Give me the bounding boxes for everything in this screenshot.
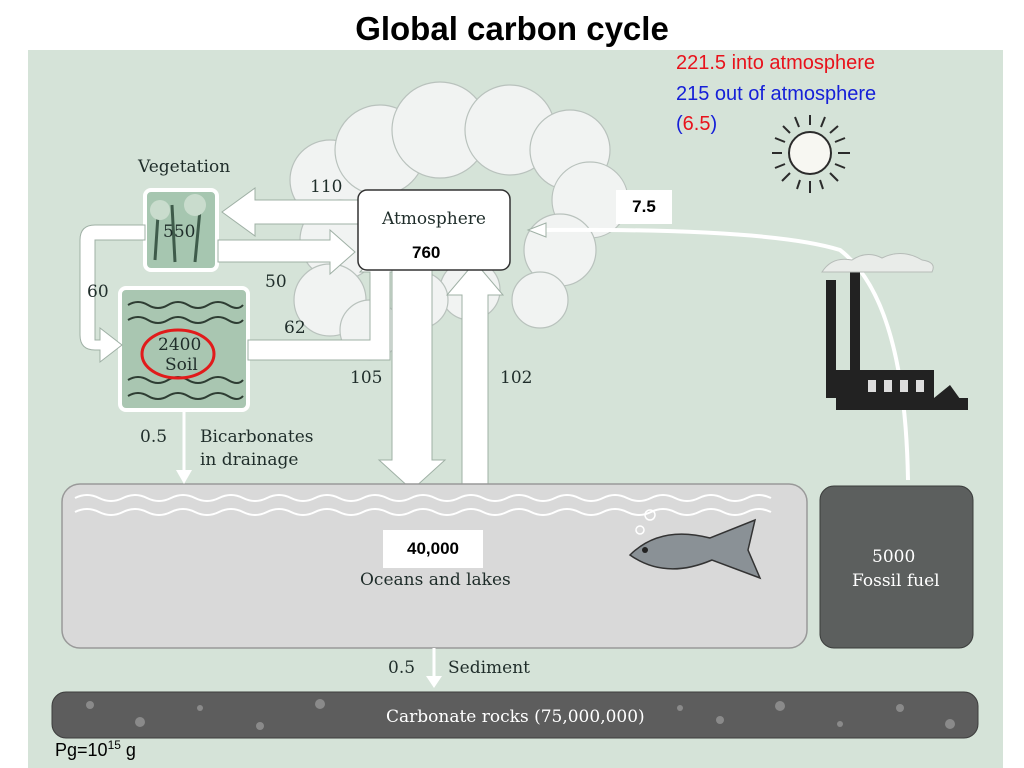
arrow-atm-to-ocean xyxy=(377,269,447,491)
flux-atm-to-veg: 110 xyxy=(310,177,342,197)
flux-veg-to-atm: 50 xyxy=(265,272,287,292)
flux-veg-to-soil: 60 xyxy=(87,282,109,302)
atmosphere-pool xyxy=(357,189,511,271)
vegetation-value: 550 xyxy=(163,222,195,242)
fossil-value: 5000 xyxy=(872,547,915,567)
flux-drainage-value: 0.5 xyxy=(140,427,167,447)
arrow-veg-to-atm xyxy=(217,228,356,276)
fossil-label: Fossil fuel xyxy=(852,571,940,591)
page-title: Global carbon cycle xyxy=(355,10,669,47)
flux-soil-to-atm: 62 xyxy=(284,318,306,338)
flux-sediment-value: 0.5 xyxy=(388,658,415,678)
net-flux: (6.5) xyxy=(676,113,717,136)
unit-suffix: g xyxy=(120,740,136,760)
ocean-value: 40,000 xyxy=(407,539,459,558)
unit-exponent: 15 xyxy=(107,738,121,752)
soil-label: Soil xyxy=(165,355,198,375)
carbonate-rocks-pool xyxy=(51,691,979,739)
rocks-label: Carbonate rocks (75,000,000) xyxy=(386,707,645,727)
arrow-veg-to-soil xyxy=(79,224,146,364)
drainage-label-line2: in drainage xyxy=(200,450,298,470)
soil-value: 2400 xyxy=(158,335,201,355)
net-value: 6.5 xyxy=(682,113,711,135)
flux-into-atmosphere: 221.5 into atmosphere xyxy=(676,52,876,74)
flux-atm-to-ocean: 105 xyxy=(350,368,382,388)
arrow-atm-to-veg xyxy=(221,187,361,237)
sediment-label: Sediment xyxy=(448,658,530,678)
unit-prefix: Pg=10 xyxy=(55,740,108,760)
tree-icon xyxy=(143,188,219,272)
flux-fossil-box: 7.5 xyxy=(616,190,672,224)
highlight-circle xyxy=(140,328,216,380)
atmosphere-label: Atmosphere xyxy=(381,209,486,229)
ocean-value-box: 40,000 xyxy=(383,530,483,568)
net-close: ) xyxy=(710,113,718,135)
factory-icon xyxy=(821,253,968,410)
atmosphere-value: 760 xyxy=(412,243,440,262)
sun-icon xyxy=(772,115,850,193)
fish-icon xyxy=(628,509,762,580)
flux-out-of-atmosphere: 215 out of atmosphere xyxy=(676,83,877,105)
ocean-label: Oceans and lakes xyxy=(360,570,511,590)
net-open: ( xyxy=(676,113,683,135)
arrow-ocean-to-atm xyxy=(445,261,505,486)
unit-note: Pg=1015 g xyxy=(55,738,136,761)
drainage-label-line1: Bicarbonates xyxy=(200,427,314,447)
flux-ocean-to-atm: 102 xyxy=(500,368,532,388)
vegetation-label: Vegetation xyxy=(137,157,230,177)
fossil-fuel-pool xyxy=(819,485,974,649)
flux-fossil-value: 7.5 xyxy=(632,197,656,216)
